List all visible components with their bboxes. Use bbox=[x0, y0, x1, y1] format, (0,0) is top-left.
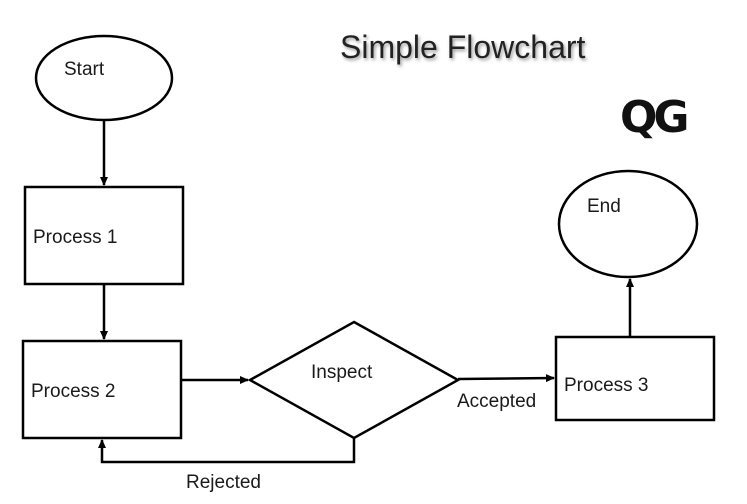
edge-label-rejected: Rejected bbox=[186, 472, 261, 493]
node-start: Start bbox=[34, 34, 174, 122]
process3-label: Process 3 bbox=[564, 375, 648, 396]
node-process2: Process 2 bbox=[21, 339, 183, 440]
process2-box bbox=[21, 339, 183, 440]
edge-inspect-to-process3 bbox=[457, 374, 555, 383]
node-process3: Process 3 bbox=[554, 335, 716, 422]
process3-box bbox=[554, 335, 716, 422]
node-end: End bbox=[557, 169, 699, 279]
inspect-label: Inspect bbox=[311, 362, 373, 383]
process1-box bbox=[23, 185, 185, 286]
diagram-title: Simple Flowchart bbox=[340, 29, 586, 65]
end-label: End bbox=[587, 196, 621, 217]
node-process1: Process 1 bbox=[23, 185, 185, 286]
process2-label: Process 2 bbox=[31, 381, 115, 402]
edge-inspect-to-process2 bbox=[98, 438, 356, 464]
qg-logo: QG bbox=[620, 92, 686, 143]
node-inspect: Inspect bbox=[247, 320, 461, 440]
edge-label-accepted: Accepted bbox=[457, 391, 536, 412]
process1-label: Process 1 bbox=[33, 227, 117, 248]
start-label: Start bbox=[64, 59, 105, 80]
end-ellipse bbox=[557, 169, 699, 279]
